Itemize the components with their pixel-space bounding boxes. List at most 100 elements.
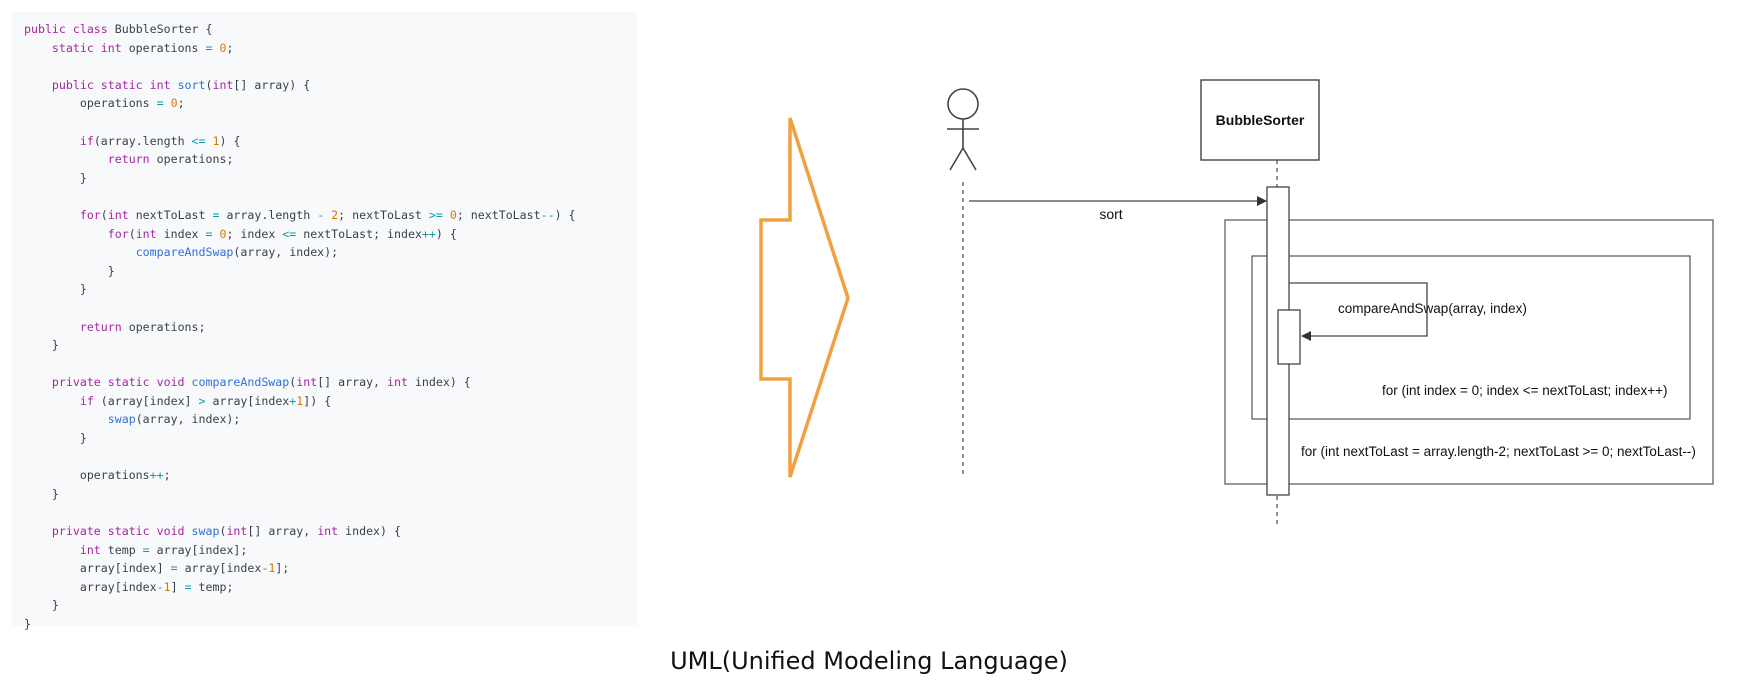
code-token: = [205,40,220,55]
code-token: <= [191,133,213,148]
code-token: compareAndSwap [135,245,234,260]
code-line [24,355,576,374]
code-token: } [24,617,31,631]
code-line: public static int sort(int[] array) { [24,76,576,95]
code-token: array[index [24,579,157,594]
figure-caption: UML(Unified Modeling Language) [670,647,1068,675]
code-token: = [142,542,157,557]
code-token: array[index [184,561,262,576]
code-token: ++ [421,226,436,241]
code-token [24,245,136,259]
code-token: swap [107,412,136,427]
code-line: } [24,169,576,188]
code-line: operations = 0; [24,94,576,113]
right-arrow-shape [759,117,850,478]
code-token: ( [128,226,136,241]
code-token: operations [24,96,157,111]
code-token: int [135,226,164,241]
code-token: operations [24,468,150,483]
code-line: array[index-1] = temp; [24,578,576,597]
code-line: compareAndSwap(array, index); [24,243,576,262]
code-token: ( [289,375,297,390]
code-line [24,448,576,467]
code-token: int [226,524,248,539]
code-line: private static void swap(int[] array, in… [24,522,576,541]
code-token [24,78,52,92]
code-token: public class [24,22,115,36]
inner-loop-label: for (int index = 0; index <= nextToLast;… [1382,383,1668,398]
code-line: return operations; [24,318,576,337]
code-token: [] array, [247,524,318,539]
code-token [24,227,108,241]
code-token: ; nextToLast [338,207,429,222]
code-token [24,320,80,334]
code-line [24,187,576,206]
code-token: } [24,282,87,297]
code-token: temp [107,542,143,557]
code-token: (array, index); [233,245,339,260]
code-token: nextToLast [135,207,213,222]
code-token: private static void [51,375,192,390]
code-token: int [107,207,136,222]
code-token: static int [51,40,129,55]
code-line: } [24,280,576,299]
code-token: ; [163,468,171,483]
code-token: operations; [156,152,234,167]
code-token: operations [128,40,206,55]
code-token: ]; [275,561,290,576]
code-line: int temp = array[index]; [24,541,576,560]
code-token: ) { [219,133,241,148]
inner-loop-frame [1251,255,1691,420]
code-token [24,394,80,408]
code-token: array[index [212,393,290,408]
code-line [24,503,576,522]
code-token: >= [428,207,450,222]
code-line: public class BubbleSorter { [24,20,576,39]
code-token: public static int [51,77,178,92]
code-token: = [205,226,220,241]
code-line: if (array[index] > array[index+1]) { [24,392,576,411]
code-token: ] [170,579,185,594]
code-line: private static void compareAndSwap(int[]… [24,373,576,392]
code-token: 2 [331,207,339,222]
code-token: return [107,152,157,167]
code-token: if [79,393,101,408]
code-token: = [212,207,227,222]
code-token: 1 [163,579,171,594]
code-token [24,543,80,557]
code-token: ]) { [303,393,332,408]
code-token: index) { [414,375,471,390]
code-token: ++ [149,468,164,483]
outer-loop-frame [1224,219,1714,485]
code-token: ( [100,207,108,222]
self-message-label: compareAndSwap(array, index) [1338,301,1527,316]
code-token: 1 [268,561,276,576]
code-token: = [170,561,185,576]
code-token: > [198,393,213,408]
code-token [24,375,52,389]
code-line: operations++; [24,466,576,485]
code-token: int [79,542,108,557]
code-line: array[index] = array[index-1]; [24,559,576,578]
code-token: private static void [51,524,192,539]
code-line: for(int index = 0; index <= nextToLast; … [24,225,576,244]
code-token: operations; [128,319,206,334]
code-token: int [317,524,346,539]
code-token: <= [282,226,304,241]
code-token: int [387,375,415,390]
code-token: array.length [226,207,318,222]
code-token: ) { [435,226,457,241]
code-token: if [79,133,94,148]
code-token: + [289,393,297,408]
code-token: 0 [219,226,227,241]
code-token: } [24,486,59,501]
code-line [24,299,576,318]
code-token: = [156,96,171,111]
code-token [24,152,108,166]
code-token: for [107,226,129,241]
code-token: -- [540,207,555,222]
code-token: ; nextToLast [456,207,541,222]
code-token: index) { [345,524,401,539]
code-token: temp; [198,579,234,594]
uml-sequence-diagram: BubbleSorter sort compareAndSwap(array, … [947,79,1714,525]
